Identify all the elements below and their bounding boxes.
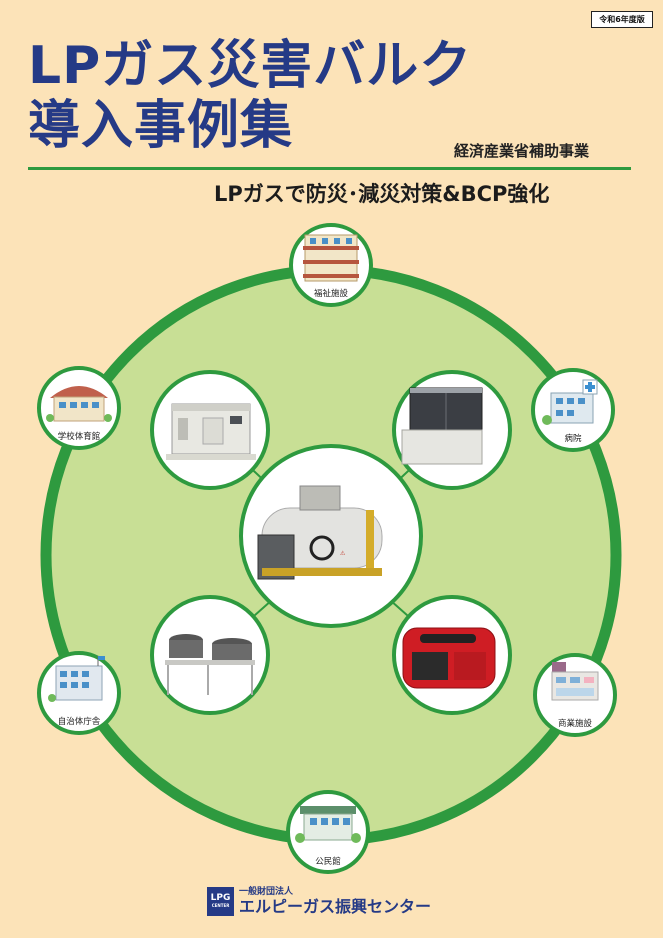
svg-text:⚠: ⚠ — [340, 550, 346, 557]
facility-label-school-gym: 学校体育館 — [58, 431, 101, 442]
facility-label-community-hall: 公民館 — [315, 856, 341, 867]
logo-subtext: CENTER — [211, 903, 230, 908]
gas-cooking-stove-icon — [150, 595, 270, 715]
commercial-building-icon — [551, 662, 599, 701]
logo-text: LPG — [210, 893, 231, 903]
facility-label-hospital: 病院 — [564, 433, 582, 444]
facility-node-community-hall: 公民館 — [286, 790, 370, 874]
organization-name: エルピーガス振興センター — [239, 896, 432, 916]
hospital-icon — [542, 379, 598, 425]
facility-node-hospital: 病院 — [531, 368, 615, 452]
facility-label-municipal: 自治体庁舎 — [58, 716, 101, 727]
organization-type: 一般財団法人 — [239, 886, 294, 897]
organization-name-block: 一般財団法人 エルピーガス振興センター — [239, 887, 431, 916]
lpg-center-logo: LPG CENTER — [207, 886, 234, 916]
community-hall-icon — [295, 806, 361, 843]
subsidy-label: 経済産業省補助事業 — [454, 142, 590, 160]
municipal-office-icon — [48, 656, 105, 702]
facility-node-commercial: 商業施設 — [533, 653, 617, 737]
title-divider — [28, 167, 631, 170]
facility-label-welfare: 福祉施設 — [314, 288, 349, 299]
portable-generator-icon — [392, 595, 512, 715]
welfare-building-icon — [303, 234, 359, 282]
footer-organization: LPG CENTER 一般財団法人 エルピーガス振興センター — [207, 886, 431, 916]
bulk-storage-tank-icon: ⚠ — [239, 444, 423, 628]
gas-air-conditioner-icon — [392, 370, 512, 490]
facility-node-school-gym: 学校体育館 — [37, 366, 121, 450]
title-line-1: LPガス災害バルク — [28, 36, 473, 96]
title-line-2: 導入事例集 — [28, 96, 294, 156]
facility-node-welfare: 福祉施設 — [289, 223, 373, 307]
edition-badge: 令和6年度版 — [591, 11, 653, 28]
school-gym-icon — [46, 386, 112, 422]
gas-generator-icon — [150, 370, 270, 490]
facility-node-municipal: 自治体庁舎 — [37, 651, 121, 735]
tagline: LPガスで防災･減災対策&BCP強化 — [214, 182, 550, 206]
facility-label-commercial: 商業施設 — [558, 718, 593, 729]
